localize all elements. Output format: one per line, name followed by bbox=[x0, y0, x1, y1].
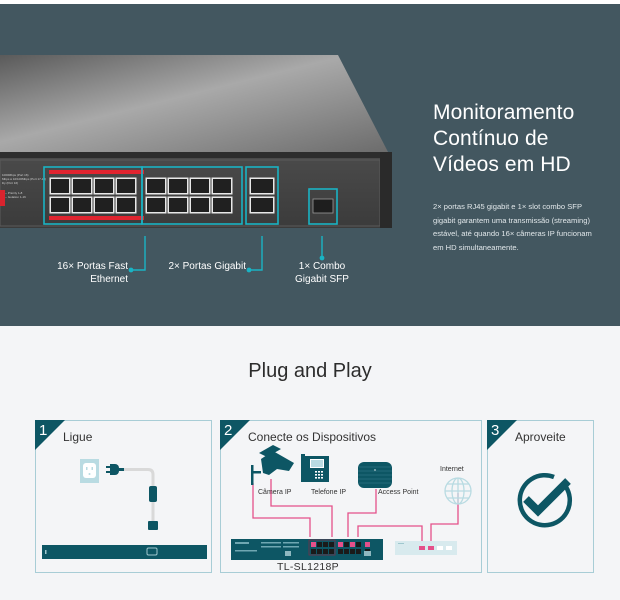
device-label-phone: Telefone IP bbox=[311, 489, 347, 496]
mini-port bbox=[329, 549, 334, 554]
step-title: Conecte os Dispositivos bbox=[248, 430, 377, 444]
mini-port bbox=[317, 542, 322, 547]
power-illustration bbox=[42, 459, 207, 559]
rj45-port bbox=[51, 198, 69, 212]
mini-port bbox=[350, 549, 355, 554]
phone-icon bbox=[301, 454, 329, 482]
rj45-port bbox=[73, 198, 91, 212]
svg-text:— Isolation 1-16: — Isolation 1-16 bbox=[4, 195, 26, 199]
mini-port bbox=[323, 542, 328, 547]
rj45-port bbox=[117, 198, 135, 212]
switch-illustration: 1000Mbps (Port 16) Mbps ● 10/100Mbps (Po… bbox=[0, 55, 392, 273]
rj45-port bbox=[213, 198, 231, 212]
fast-ethernet-label: 16× Portas Fast Ethernet bbox=[57, 261, 128, 285]
rj45-port bbox=[147, 198, 165, 212]
camera-icon bbox=[251, 445, 294, 485]
switch-back-panel bbox=[42, 545, 207, 559]
step-badge bbox=[35, 420, 65, 450]
connect-diagram bbox=[231, 445, 472, 560]
step-badge bbox=[487, 420, 517, 450]
mini-port bbox=[323, 549, 328, 554]
step-title: Aproveite bbox=[515, 430, 566, 444]
step-title: Ligue bbox=[63, 430, 93, 444]
hero-description: 2× portas RJ45 gigabit e 1× slot combo S… bbox=[433, 202, 592, 252]
step-card-3: 3 Aproveite bbox=[487, 420, 594, 573]
router-icon bbox=[395, 541, 457, 555]
rj45-port bbox=[95, 179, 113, 193]
step-card-2: 2 Conecte os Dispositivos bbox=[220, 420, 482, 573]
svg-text:lity (Port 16): lity (Port 16) bbox=[2, 181, 18, 185]
hero-section: 1000Mbps (Port 16) Mbps ● 10/100Mbps (Po… bbox=[0, 4, 620, 326]
rj45-port bbox=[117, 179, 135, 193]
mini-port bbox=[344, 549, 349, 554]
mini-port bbox=[329, 542, 334, 547]
mini-port bbox=[338, 542, 343, 547]
hero-title: Monitoramento Contínuo de Vídeos em HD bbox=[433, 101, 575, 176]
step-number: 2 bbox=[224, 422, 233, 439]
mini-port bbox=[365, 542, 370, 547]
mini-port bbox=[338, 549, 343, 554]
access-point-icon bbox=[358, 462, 392, 488]
plug-and-play-title: Plug and Play bbox=[248, 360, 372, 382]
rj45-port bbox=[169, 198, 187, 212]
mini-port bbox=[311, 549, 316, 554]
rj45-port bbox=[51, 179, 69, 193]
mini-port bbox=[317, 549, 322, 554]
rj45-port bbox=[251, 179, 273, 193]
cable-connector bbox=[148, 521, 158, 530]
mini-port bbox=[344, 542, 349, 547]
cable-camera bbox=[252, 483, 311, 537]
mini-port bbox=[311, 542, 316, 547]
mini-port bbox=[356, 549, 361, 554]
ferrite-bead bbox=[149, 486, 157, 502]
device-label-camera: Câmera IP bbox=[258, 489, 292, 496]
step-number: 3 bbox=[491, 422, 500, 439]
rj45-port bbox=[191, 179, 209, 193]
svg-text:— Priority 1-8: — Priority 1-8 bbox=[4, 191, 23, 195]
cable-internet bbox=[430, 493, 459, 541]
outlet-icon bbox=[80, 459, 99, 483]
rj45-port bbox=[191, 198, 209, 212]
sfp-label: 1× Combo Gigabit SFP bbox=[295, 261, 349, 285]
step-badge bbox=[220, 420, 250, 450]
checkmark-illustration bbox=[517, 473, 573, 528]
power-port bbox=[146, 547, 158, 556]
svg-text:Mbps ● 10/100Mbps (Port 17-18): Mbps ● 10/100Mbps (Port 17-18) bbox=[2, 177, 46, 181]
tl-sl1218p-switch bbox=[231, 539, 383, 560]
gigabit-highlight bbox=[245, 166, 279, 225]
switch-lip bbox=[0, 152, 392, 158]
gigabit-label: 2× Portas Gigabit bbox=[168, 261, 246, 272]
rj45-port bbox=[251, 198, 273, 212]
rj45-port bbox=[147, 179, 165, 193]
mini-port bbox=[356, 542, 361, 547]
hero-text-block: Monitoramento Contínuo de Vídeos em HD 2… bbox=[433, 100, 615, 254]
mini-port bbox=[350, 542, 355, 547]
top-strip bbox=[0, 0, 620, 4]
cable-ap bbox=[347, 489, 377, 537]
step-card-1: 1 Ligue bbox=[35, 420, 212, 573]
cable-phone bbox=[270, 479, 333, 537]
checkmark-circle-icon bbox=[517, 473, 573, 528]
switch-model-label: TL-SL1218P bbox=[277, 561, 339, 573]
rj45-port bbox=[213, 179, 231, 193]
callout-fast-ethernet bbox=[132, 236, 146, 271]
switch-top bbox=[0, 55, 388, 152]
device-label-access-point: Access Point bbox=[378, 489, 419, 496]
globe-icon bbox=[444, 477, 472, 505]
plug-icon bbox=[106, 464, 124, 475]
svg-text:1000Mbps (Port 16): 1000Mbps (Port 16) bbox=[2, 173, 29, 177]
step-number: 1 bbox=[39, 422, 48, 439]
rj45-port bbox=[95, 198, 113, 212]
device-label-internet: Internet bbox=[440, 466, 464, 473]
callout-gigabit bbox=[250, 236, 263, 271]
rj45-port bbox=[73, 179, 91, 193]
cable-router bbox=[357, 525, 423, 541]
sfp-highlight bbox=[308, 188, 338, 225]
rj45-port bbox=[169, 179, 187, 193]
